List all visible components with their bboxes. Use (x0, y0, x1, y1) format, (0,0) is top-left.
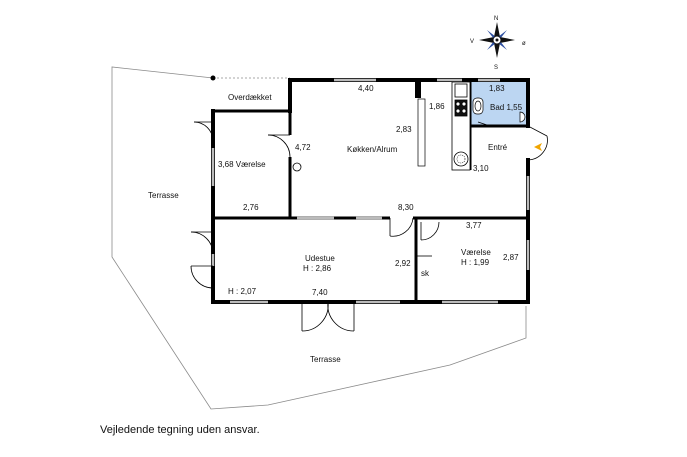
compass-rose-icon (479, 22, 515, 58)
room-udestue: Udestue (305, 254, 335, 263)
dim-292: 2,92 (395, 259, 411, 268)
dim-186: 1,86 (429, 102, 445, 111)
dim-377: 3,77 (466, 221, 482, 230)
compass-v: V (470, 39, 474, 45)
dim-183: 1,83 (489, 84, 505, 93)
pillar-dot (210, 75, 216, 81)
doors (190, 121, 548, 332)
room-bad: Bad 1,55 (490, 103, 523, 112)
dim-472: 4,72 (295, 143, 311, 152)
room-vaerelse-west: 3,68 Værelse (218, 160, 266, 169)
terrace-west-outline (111, 66, 527, 410)
washbasin-icon (292, 162, 302, 172)
fridge-column (417, 98, 426, 167)
terrace-west-label: Terrasse (148, 191, 179, 200)
room-kokken: Køkken/Alrum (347, 145, 398, 154)
room-sk: sk (421, 269, 430, 278)
round-table-icon (453, 151, 469, 167)
room-overdaekket: Overdækket (228, 93, 272, 102)
kitchen-column (415, 80, 421, 98)
dim-287: 2,87 (503, 253, 519, 262)
terrace-south-label: Terrasse (310, 355, 341, 364)
disclaimer-text: Vejledende tegning uden ansvar. (100, 424, 260, 436)
room-vaerelse-east-height: H : 1,99 (461, 258, 490, 267)
bath-fixtures (472, 97, 526, 127)
kitchen-counter (451, 81, 471, 171)
dim-276: 2,76 (243, 203, 259, 212)
compass-s: S (494, 65, 498, 71)
dim-740: 7,40 (312, 288, 328, 297)
room-entre: Entré (488, 143, 508, 152)
dim-310: 3,10 (473, 164, 489, 173)
room-udestue-low-height: H : 2,07 (228, 287, 257, 296)
compass-n: N (494, 16, 498, 22)
dim-283: 2,83 (396, 125, 412, 134)
dim-830: 8,30 (398, 203, 414, 212)
entry-arrow-icon (534, 143, 542, 151)
windows (211, 78, 530, 304)
room-vaerelse-east: Værelse (461, 248, 491, 257)
dim-440: 4,40 (358, 84, 374, 93)
compass-o: ø (522, 41, 526, 47)
room-udestue-height: H : 2,86 (303, 264, 332, 273)
